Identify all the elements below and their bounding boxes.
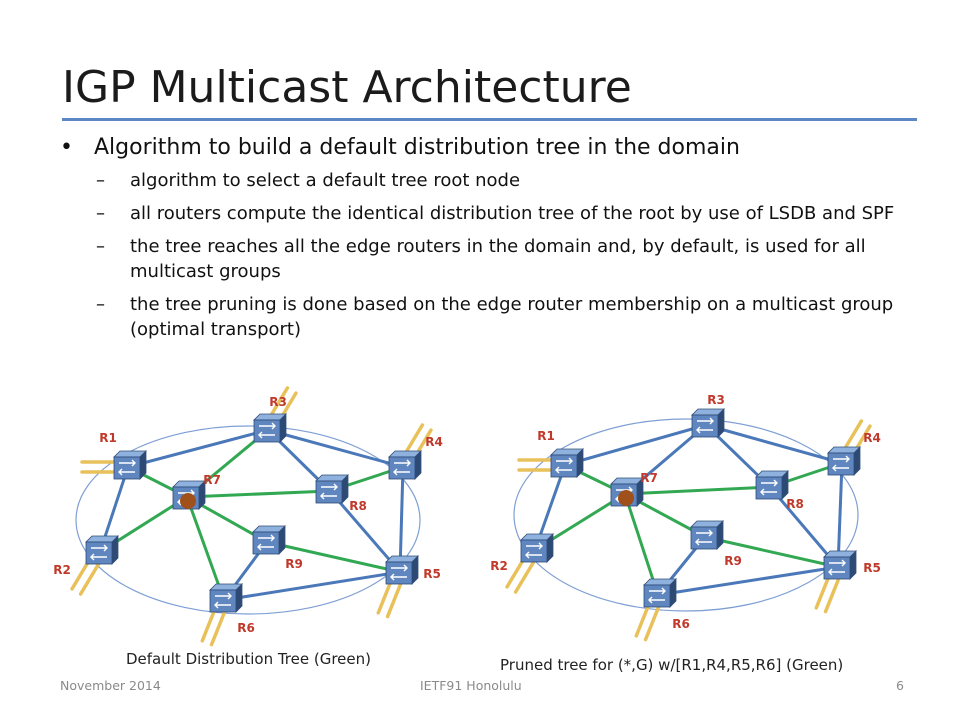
left-link-R9-R5 (266, 540, 401, 574)
right-router-r4-icon (827, 446, 861, 476)
footer-event: IETF91 Honolulu (420, 678, 522, 693)
left-router-r1-icon (113, 450, 147, 480)
left-router-label-r6: R6 (237, 621, 255, 635)
footer-date: November 2014 (60, 678, 161, 693)
title-underline (62, 118, 917, 121)
right-link-R1-R3 (564, 423, 707, 467)
left-link-R6-R5 (223, 570, 401, 602)
slide-title: IGP Multicast Architecture (62, 62, 632, 113)
right-host-link (814, 572, 832, 610)
left-domain-boundary (75, 425, 421, 615)
right-router-r9-icon (690, 520, 724, 550)
right-root-marker-icon (618, 490, 634, 506)
left-router-label-r1: R1 (99, 431, 117, 445)
right-router-r2-icon (520, 533, 554, 563)
dash-icon: – (96, 170, 105, 191)
subbullet-4-text: the tree pruning is done based on the ed… (130, 294, 894, 340)
bullet-main-text: Algorithm to build a default distributio… (94, 135, 740, 160)
right-router-label-r6: R6 (672, 617, 690, 631)
right-router-r8-icon (755, 470, 789, 500)
subbullet-4: – the tree pruning is done based on the … (60, 292, 920, 342)
right-link-R6-R5 (657, 565, 839, 597)
left-host-link (78, 561, 101, 596)
left-root-marker-icon (180, 493, 196, 509)
left-router-label-r3: R3 (269, 395, 287, 409)
right-router-label-r5: R5 (863, 561, 881, 575)
left-router-label-r8: R8 (349, 499, 367, 513)
right-link-R3-R4 (705, 423, 843, 465)
left-diagram-caption: Default Distribution Tree (Green) (126, 650, 372, 668)
right-router-label-r4: R4 (863, 431, 881, 445)
subbullet-2-text: all routers compute the identical distri… (130, 203, 895, 224)
right-host-link (823, 576, 841, 614)
left-link-R3-R4 (267, 428, 404, 469)
right-link-R4-R5 (836, 462, 844, 568)
subbullet-3: – the tree reaches all the edge routers … (60, 234, 920, 284)
dash-icon: – (96, 236, 105, 257)
left-router-r2-icon (85, 535, 119, 565)
right-router-r5-icon (823, 550, 857, 580)
right-link-R7-R6 (623, 493, 660, 596)
left-router-label-r9: R9 (285, 557, 303, 571)
subbullet-3-text: the tree reaches all the edge routers in… (130, 236, 866, 282)
right-host-link (513, 559, 536, 594)
left-router-r3-icon (253, 413, 287, 443)
left-host-link (200, 605, 218, 643)
left-host-link (209, 609, 227, 647)
right-router-label-r3: R3 (707, 393, 725, 407)
left-link-R1-R3 (127, 428, 269, 469)
left-router-label-r2: R2 (53, 563, 71, 577)
left-router-label-r5: R5 (423, 567, 441, 581)
bullet-list: • Algorithm to build a default distribut… (60, 132, 920, 350)
left-host-link (376, 577, 394, 615)
right-router-label-r1: R1 (537, 429, 555, 443)
right-router-r6-icon (643, 578, 677, 608)
right-link-R8-R5 (768, 486, 840, 568)
right-router-label-r7: R7 (640, 471, 658, 485)
bullet-dot-icon: • (60, 135, 73, 160)
footer-page-number: 6 (896, 678, 904, 693)
right-router-r1-icon (550, 448, 584, 478)
left-link-R8-R5 (328, 490, 402, 573)
right-router-label-r9: R9 (724, 554, 742, 568)
right-router-label-r2: R2 (490, 559, 508, 573)
right-link-R9-R5 (704, 535, 839, 569)
right-diagram-caption: Pruned tree for (*,G) w/[R1,R4,R5,R6] (G… (500, 656, 844, 674)
left-link-R7-R8 (186, 489, 331, 499)
right-router-label-r8: R8 (786, 497, 804, 511)
left-router-label-r4: R4 (425, 435, 443, 449)
left-link-R7-R6 (185, 496, 226, 601)
right-host-link (634, 600, 652, 638)
left-router-r4-icon (388, 450, 422, 480)
left-router-r9-icon (252, 525, 286, 555)
right-host-link (643, 604, 661, 642)
right-router-r3-icon (691, 408, 725, 438)
subbullet-2: – all routers compute the identical dist… (60, 201, 920, 226)
left-host-link (385, 581, 403, 619)
dash-icon: – (96, 203, 105, 224)
right-link-R7-R8 (624, 485, 771, 496)
subbullet-1: – algorithm to select a default tree roo… (60, 168, 920, 193)
bullet-main: • Algorithm to build a default distribut… (60, 132, 920, 164)
left-router-label-r7: R7 (203, 473, 221, 487)
left-router-r6-icon (209, 583, 243, 613)
left-router-r8-icon (315, 474, 349, 504)
left-router-r5-icon (385, 555, 419, 585)
subbullet-1-text: algorithm to select a default tree root … (130, 170, 521, 191)
right-domain-boundary (513, 418, 859, 612)
left-link-R4-R5 (398, 466, 405, 573)
dash-icon: – (96, 294, 105, 315)
